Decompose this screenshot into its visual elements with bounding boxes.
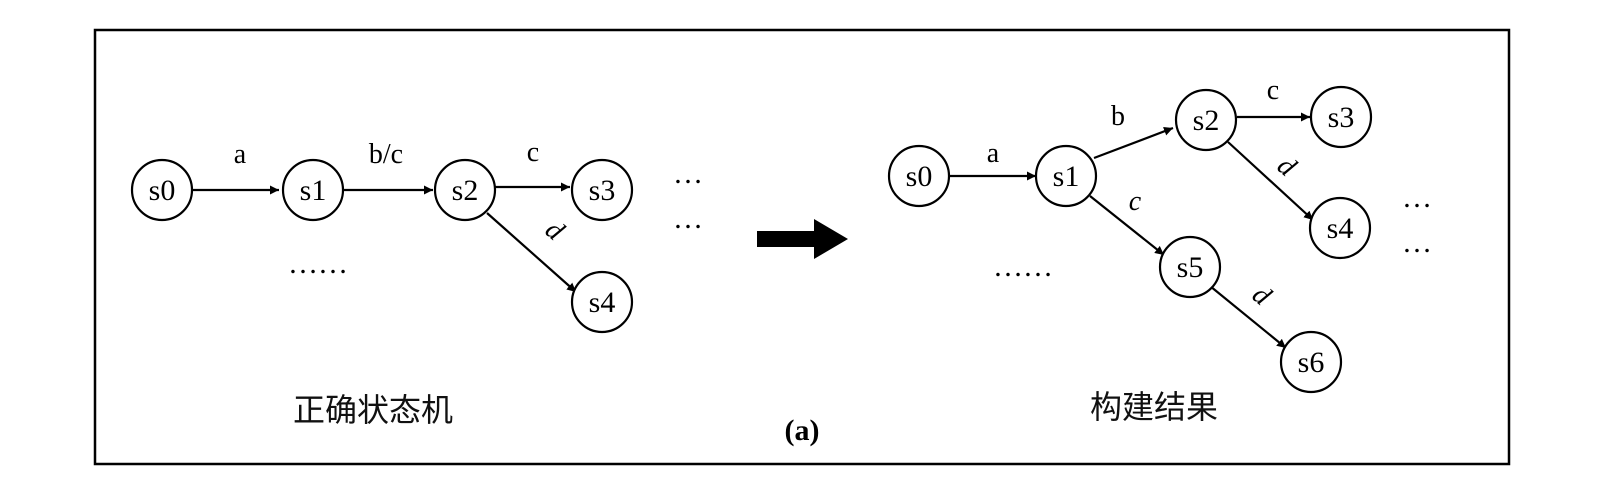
svg-text:s2: s2 — [1193, 104, 1220, 137]
svg-text:s2: s2 — [452, 174, 479, 207]
svg-text:s5: s5 — [1177, 251, 1204, 284]
svg-text:s1: s1 — [1053, 160, 1080, 193]
right-edge-label-d-upper: d — [1271, 150, 1302, 183]
right-edge-s1-s2 — [1093, 126, 1174, 160]
right-node-s1: s1 — [1034, 144, 1098, 208]
svg-text:s0: s0 — [906, 160, 933, 193]
left-node-s4: s4 — [570, 270, 634, 334]
transform-arrow — [757, 219, 848, 259]
svg-text:s6: s6 — [1298, 346, 1325, 379]
left-node-s3: s3 — [570, 158, 634, 222]
left-caption: 正确状态机 — [293, 391, 453, 429]
right-caption: 构建结果 — [1090, 388, 1218, 426]
right-node-s0: s0 — [887, 144, 951, 208]
svg-text:s0: s0 — [149, 174, 176, 207]
svg-text:s3: s3 — [589, 174, 616, 207]
left-edge-s2-s4 — [486, 212, 577, 293]
left-diagram: a b/c c d s0 s1 s2 s3 s4 … … …… 正确状态机 — [130, 137, 703, 429]
left-ellipsis-top: … — [673, 157, 703, 190]
left-node-s0: s0 — [130, 158, 194, 222]
svg-text:s1: s1 — [300, 174, 327, 207]
svg-text:s3: s3 — [1328, 101, 1355, 134]
figure-frame — [93, 28, 1511, 466]
right-ellipsis-bottom: … — [1402, 226, 1432, 259]
right-node-s3: s3 — [1309, 85, 1373, 149]
right-edge-label-a: a — [987, 138, 1000, 169]
left-edge-label-c: c — [527, 137, 539, 168]
right-diagram: a b c c d d s0 s1 s2 s3 s4 s5 — [887, 75, 1432, 426]
svg-text:s4: s4 — [589, 286, 616, 319]
svg-text:s4: s4 — [1327, 212, 1354, 245]
right-edge-label-d-lower: d — [1246, 279, 1277, 312]
left-ellipsis-bottom: … — [673, 202, 703, 235]
panel-label: (a) — [785, 414, 820, 447]
right-ellipsis-top: … — [1402, 181, 1432, 214]
right-node-s5: s5 — [1158, 235, 1222, 299]
right-edge-s2-s4 — [1227, 141, 1314, 221]
right-edge-s5-s6 — [1209, 285, 1287, 349]
left-node-s2: s2 — [433, 158, 497, 222]
left-node-s1: s1 — [281, 158, 345, 222]
left-edge-label-d: d — [539, 214, 570, 247]
right-edge-label-c-lower: c — [1129, 186, 1142, 217]
right-ellipsis-long: …… — [993, 250, 1053, 283]
right-edge-s1-s5 — [1089, 195, 1165, 256]
left-edge-label-bc: b/c — [369, 139, 403, 170]
right-node-s2: s2 — [1174, 88, 1238, 152]
left-edge-label-a: a — [234, 139, 247, 170]
right-edge-label-b: b — [1111, 101, 1125, 132]
right-node-s6: s6 — [1279, 330, 1343, 394]
right-edge-label-c-upper: c — [1267, 75, 1279, 106]
right-node-s4: s4 — [1308, 196, 1372, 260]
left-ellipsis-long: …… — [288, 247, 348, 280]
